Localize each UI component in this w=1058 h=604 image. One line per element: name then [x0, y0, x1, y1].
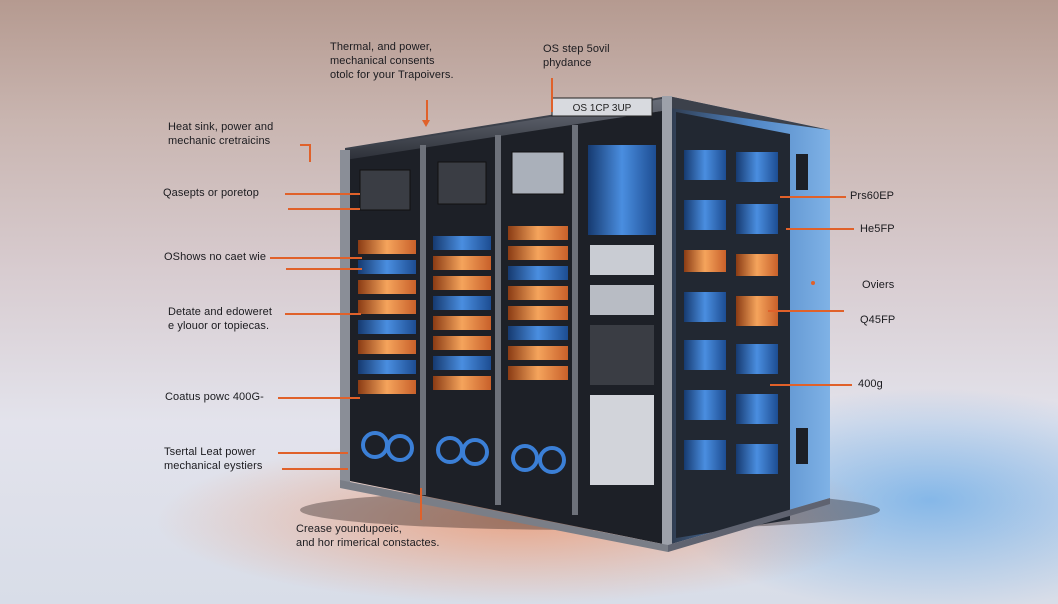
label-left-1-line-2: mechanic cretraicins — [168, 135, 271, 147]
leader-left-5 — [278, 397, 360, 399]
leader-top-right — [551, 78, 553, 112]
leader-top-center-arrow — [422, 120, 430, 127]
leader-left-1 — [300, 144, 310, 146]
label-right-1: Prs60EP — [850, 190, 895, 202]
leader-right-3-dot — [811, 281, 815, 285]
label-right-4: Q45FP — [860, 314, 896, 326]
rack-post-right — [662, 96, 672, 548]
leader-bottom — [420, 488, 422, 520]
leader-left-2 — [285, 193, 360, 195]
label-left-4-line-2: e ylouor or topiecas. — [168, 320, 270, 332]
label-top-right: OS step 5ovil phydance — [543, 42, 610, 70]
label-bottom: Crease youndupoeic, and hor rimerical co… — [296, 522, 440, 550]
label-left-2: Qasepts or poretop — [163, 187, 259, 199]
label-right-5: 400g — [858, 378, 883, 390]
label-left-6: Tsertal Leat power mechanical eystiers — [164, 445, 263, 473]
leader-left-6 — [278, 452, 348, 454]
rack-divider-3 — [572, 125, 578, 515]
right-bay-modules — [684, 150, 808, 474]
leader-top-center — [426, 100, 428, 122]
leader-right-2 — [786, 228, 854, 230]
leader-left-4 — [285, 313, 361, 315]
leader-left-2b — [288, 208, 360, 210]
bay-4-modules — [588, 145, 656, 485]
rack-bottom-rail — [340, 480, 668, 552]
label-left-6-line-2: mechanical eystiers — [164, 460, 263, 472]
leader-left-3 — [270, 257, 362, 259]
bay-2-modules — [433, 161, 491, 466]
leader-right-5 — [770, 384, 852, 386]
leader-left-6b — [282, 468, 348, 470]
leader-left-3b — [286, 268, 362, 270]
label-bottom-line-2: and hor rimerical constactes. — [296, 537, 440, 549]
label-top-right-line-1: OS step 5ovil — [543, 43, 610, 55]
leader-left-1-vert — [309, 144, 311, 162]
label-top-right-line-2: phydance — [543, 57, 592, 69]
rack-bottom-rail-side — [668, 498, 830, 552]
rack-top-badge-text: OS 1CP 3UP — [573, 103, 632, 114]
label-left-4: Detate and edoweret e ylouor or topiecas… — [168, 305, 272, 333]
label-top-center-line-1: Thermal, and power, — [330, 41, 433, 53]
label-bottom-line-1: Crease youndupoeic, — [296, 523, 402, 535]
label-left-6-line-1: Tsertal Leat power — [164, 446, 256, 458]
leader-right-1 — [780, 196, 846, 198]
label-left-4-line-1: Detate and edoweret — [168, 306, 273, 318]
leader-right-4 — [768, 310, 844, 312]
bay-3-modules — [508, 151, 568, 474]
label-right-3: Oviers — [862, 279, 895, 291]
label-right-2: He5FP — [860, 223, 895, 235]
rack-top-edge — [345, 96, 830, 158]
label-top-center-line-2: mechanical consents — [330, 55, 435, 67]
label-left-1: Heat sink, power and mechanic cretraicin… — [168, 120, 273, 148]
label-top-center-line-3: otolc for your Trapoivers. — [330, 69, 454, 81]
label-left-3: OShows no caet wie — [164, 251, 267, 263]
rack-post-left — [340, 150, 350, 485]
label-top-center: Thermal, and power, mechanical consents … — [330, 40, 454, 82]
rack-divider-2 — [495, 135, 501, 505]
rack-divider-1 — [420, 145, 426, 495]
label-left-1-line-1: Heat sink, power and — [168, 121, 274, 133]
label-left-5: Coatus powc 400G- — [165, 391, 264, 403]
bay-1-modules — [358, 169, 416, 462]
